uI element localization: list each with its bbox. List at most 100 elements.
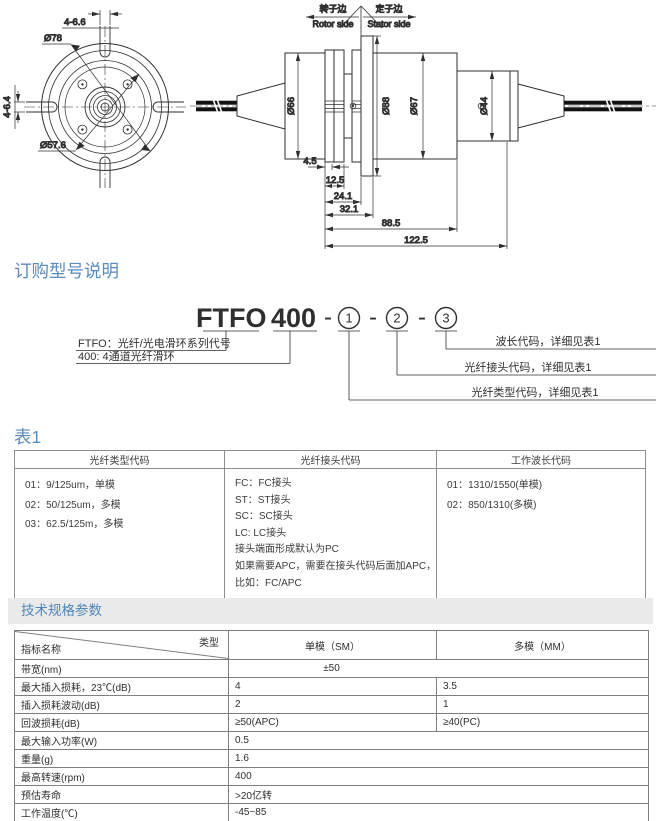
dim-d44-label: Ø44 bbox=[479, 97, 490, 115]
table1-line: 02：50/125um，多模 bbox=[25, 499, 121, 511]
row-label: 最大输入功率(W) bbox=[14, 731, 229, 750]
table1-body-row: 01：9/125um，单模 02：50/125um，多模 03：62.5/125… bbox=[14, 467, 646, 600]
specs-row-lifetime: 预估寿命 >20亿转 bbox=[14, 785, 649, 804]
rotor-side-label-en: Rotor side bbox=[312, 19, 353, 29]
dim-slot-top bbox=[62, 10, 122, 29]
row-label: 最高转速(rpm) bbox=[14, 767, 229, 786]
row-label: 预估寿命 bbox=[14, 785, 229, 804]
dim-slot-top-label: 4-6.6 bbox=[64, 17, 86, 28]
table1-line: SC：SC接头 bbox=[235, 511, 293, 523]
specs-row-bandwidth: 带宽(nm) ±50 bbox=[14, 659, 649, 678]
table1-line: 02：850/1310(多模) bbox=[447, 499, 537, 511]
corner-label-type: 类型 bbox=[199, 638, 219, 649]
specs-corner-cell: 类型 指标名称 bbox=[14, 630, 230, 660]
specs-table: 类型 指标名称 单模（SM） 多模（MM） 带宽(nm) ±50 最大插入损耗，… bbox=[14, 630, 649, 821]
table1-col-connector: FC：FC接头 ST：ST接头 SC：SC接头 LC: LC接头 接头端面形成默… bbox=[224, 467, 437, 600]
model-number: 400 bbox=[271, 303, 316, 333]
row-value: >20亿转 bbox=[228, 785, 649, 804]
callout-connector: 光纤接头代码，详细见表1 bbox=[464, 360, 591, 374]
dim-inner-label: Ø57.6 bbox=[40, 140, 66, 151]
row-value-sm: ≥50(APC) bbox=[228, 713, 437, 732]
row-value-mm: 1 bbox=[436, 695, 649, 714]
callout-prefix: FTFO：光纤/光电滑环系列代号 bbox=[78, 336, 231, 350]
specs-section-bar: 技术规格参数 bbox=[8, 598, 653, 624]
specs-col-multimode: 多模（MM） bbox=[436, 630, 649, 660]
table1: 光纤类型代码 光纤接头代码 工作波长代码 01：9/125um，单模 02：50… bbox=[14, 450, 646, 600]
table1-header-row: 光纤类型代码 光纤接头代码 工作波长代码 bbox=[14, 450, 646, 469]
table1-line: 03：62.5/125m，多模 bbox=[25, 519, 124, 530]
table1-line: 比如：FC/APC bbox=[235, 577, 302, 589]
row-value-mm: ≥40(PC) bbox=[436, 713, 649, 732]
model-dash-2: - bbox=[369, 304, 377, 331]
table1-line: ST：ST接头 bbox=[235, 494, 291, 506]
dim-len-88-5: 88.5 bbox=[382, 218, 401, 229]
row-value-mm: 3.5 bbox=[436, 677, 649, 696]
diameter-dims bbox=[295, 35, 495, 177]
specs-header-row: 类型 指标名称 单模（SM） 多模（MM） bbox=[14, 630, 649, 660]
bolt-holes bbox=[77, 79, 133, 135]
corner-label-indicator: 指标名称 bbox=[21, 645, 61, 656]
model-prefix: FTFO bbox=[196, 303, 266, 333]
table1-line: FC：FC接头 bbox=[235, 478, 292, 489]
side-view-drawing: 转子边 Rotor side 定子边 Stator side Ø66 bbox=[190, 3, 656, 249]
front-view-drawing: 4-6.6 Ø78 4-6.4 Ø57.6 bbox=[2, 10, 186, 188]
specs-section-heading: 技术规格参数 bbox=[21, 603, 102, 618]
row-value-sm: 2 bbox=[228, 695, 437, 714]
stator-cable bbox=[564, 100, 642, 112]
row-value: 1.6 bbox=[228, 749, 649, 768]
specs-row-max-insertion-loss: 最大插入损耗，23℃(dB) 4 3.5 bbox=[14, 677, 649, 696]
dim-len-122-5: 122.5 bbox=[404, 235, 428, 246]
specs-row-weight: 重量(g) 1.6 bbox=[14, 749, 649, 768]
table1-col-wavelength: 01：1310/1550(单模) 02：850/1310(多模) bbox=[436, 467, 646, 600]
row-label: 带宽(nm) bbox=[14, 659, 229, 678]
row-label: 最大插入损耗，23℃(dB) bbox=[14, 677, 229, 696]
table1-line: 01：1310/1550(单模) bbox=[447, 480, 543, 491]
stator-side-label-cn: 定子边 bbox=[375, 3, 402, 14]
technical-drawings: 4-6.6 Ø78 4-6.4 Ø57.6 bbox=[2, 3, 656, 249]
stator-side-label-en: Stator side bbox=[367, 19, 410, 29]
rotor-side-label-cn: 转子边 bbox=[319, 3, 346, 14]
callout-fiber-type: 光纤类型代码，详细见表1 bbox=[471, 385, 598, 399]
table1-line: 01：9/125um，单模 bbox=[25, 480, 116, 491]
row-label: 插入损耗波动(dB) bbox=[14, 695, 229, 714]
callout-wavelength: 波长代码，详细见表1 bbox=[495, 334, 600, 348]
specs-col-singlemode: 单模（SM） bbox=[228, 630, 437, 660]
ordering-model-diagram: FTFO 400 - - - 1 2 3 FTFO：光纤/光电滑环系列代号 40… bbox=[76, 303, 656, 401]
length-dims bbox=[308, 142, 508, 249]
specs-row-loss-variation: 插入损耗波动(dB) 2 1 bbox=[14, 695, 649, 714]
row-value: 0.5 bbox=[228, 731, 649, 750]
model-code-1: 1 bbox=[345, 311, 352, 326]
ordering-section-heading: 订购型号说明 bbox=[14, 261, 119, 281]
dim-len-32-1: 32.1 bbox=[340, 204, 359, 215]
table1-col-fiber-type: 01：9/125um，单模 02：50/125um，多模 03：62.5/125… bbox=[14, 467, 225, 600]
dim-slot-left bbox=[14, 85, 25, 129]
row-value: 400 bbox=[228, 767, 649, 786]
specs-row-max-speed: 最高转速(rpm) 400 bbox=[14, 767, 649, 786]
specs-row-max-input-power: 最大输入功率(W) 0.5 bbox=[14, 731, 649, 750]
dim-d88-label: Ø88 bbox=[381, 97, 392, 115]
model-code-2: 2 bbox=[393, 311, 400, 326]
callout-number: 400: 4通道光纤滑环 bbox=[78, 349, 175, 363]
dim-d66-label: Ø66 bbox=[286, 97, 297, 115]
dim-len-24-1: 24.1 bbox=[334, 191, 353, 202]
row-value: ±50 bbox=[228, 659, 649, 678]
dim-outer-label: Ø78 bbox=[44, 33, 62, 44]
dim-len-4-5: 4.5 bbox=[303, 156, 316, 167]
model-dash-1: - bbox=[324, 304, 332, 331]
row-label: 重量(g) bbox=[14, 749, 229, 768]
dim-slot-left-label: 4-6.4 bbox=[2, 96, 13, 118]
model-dash-3: - bbox=[418, 304, 426, 331]
table1-header-wavelength: 工作波长代码 bbox=[436, 450, 646, 469]
dim-len-12-5: 12.5 bbox=[326, 175, 345, 186]
table1-header-connector: 光纤接头代码 bbox=[224, 450, 437, 469]
model-code-3: 3 bbox=[442, 311, 449, 326]
row-value: -45~85 bbox=[228, 803, 649, 821]
table1-line: 如果需要APC，需要在接头代码后面加APC， bbox=[235, 560, 437, 572]
specs-row-return-loss: 回波损耗(dB) ≥50(APC) ≥40(PC) bbox=[14, 713, 649, 732]
row-label: 工作温度(℃) bbox=[14, 803, 229, 821]
row-value-sm: 4 bbox=[228, 677, 437, 696]
table1-line: LC: LC接头 bbox=[235, 527, 287, 539]
dim-d67-label: Ø67 bbox=[409, 97, 420, 115]
row-label: 回波损耗(dB) bbox=[14, 713, 229, 732]
